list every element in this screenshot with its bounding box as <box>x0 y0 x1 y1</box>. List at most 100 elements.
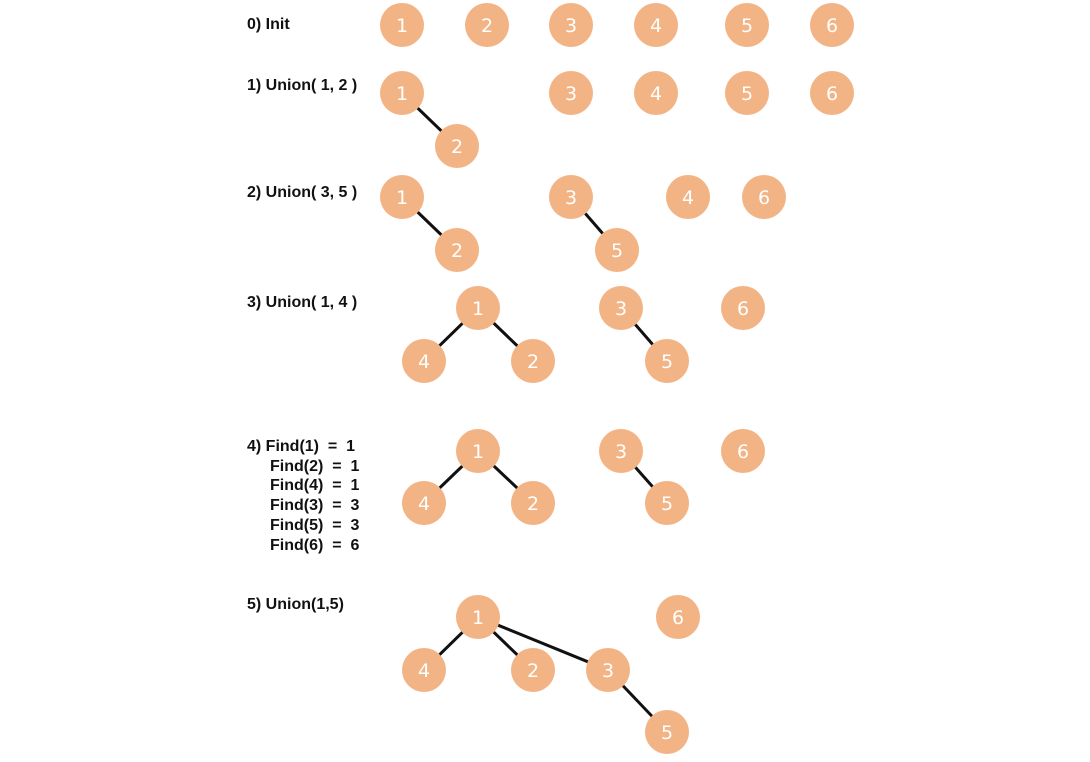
node-label: 4 <box>650 83 662 105</box>
node-6 <box>742 175 786 219</box>
node-2 <box>511 339 555 383</box>
node-3 <box>549 71 593 115</box>
find-line: Find(5) = 3 <box>270 517 360 534</box>
step-3-graph: 1 4 2 3 5 6 <box>402 286 765 383</box>
node-1 <box>380 175 424 219</box>
node-label: 3 <box>565 83 577 105</box>
edge-1-2 <box>415 209 444 238</box>
node-label: 4 <box>418 351 430 373</box>
node-label: 5 <box>741 15 753 37</box>
step-0-label: 0) Init <box>247 16 290 33</box>
node-2 <box>435 228 479 272</box>
node-label: 5 <box>661 351 673 373</box>
node-label: 1 <box>472 441 484 463</box>
node-1 <box>456 595 500 639</box>
node-label: 2 <box>527 660 539 682</box>
node-label: 3 <box>602 660 614 682</box>
node-6 <box>810 71 854 115</box>
node-6 <box>721 286 765 330</box>
node-1 <box>456 286 500 330</box>
node-1 <box>380 71 424 115</box>
find-line: Find(6) = 6 <box>270 537 360 554</box>
edge-1-2 <box>415 105 444 134</box>
node-label: 5 <box>611 240 623 262</box>
node-label: 1 <box>396 187 408 209</box>
node-2 <box>511 481 555 525</box>
node-label: 4 <box>418 660 430 682</box>
node-label: 1 <box>396 83 408 105</box>
step-1-graph: 1 2 3 4 5 6 <box>380 71 854 168</box>
node-4 <box>402 339 446 383</box>
node-label: 2 <box>451 136 463 158</box>
edge-3-5 <box>582 211 606 236</box>
node-1 <box>456 429 500 473</box>
node-label: 2 <box>481 15 493 37</box>
node-2 <box>511 648 555 692</box>
node-label: 5 <box>661 722 673 744</box>
edge-1-2 <box>491 463 520 491</box>
node-5 <box>725 3 769 47</box>
step-0-graph: 1 2 3 4 5 6 <box>380 3 854 47</box>
edge-1-2 <box>491 320 520 349</box>
edge-1-4 <box>437 463 465 491</box>
node-4 <box>634 71 678 115</box>
find-line: Find(2) = 1 <box>270 458 360 475</box>
node-5 <box>595 228 639 272</box>
node-3 <box>586 648 630 692</box>
step-5-graph: 1 4 2 3 5 6 <box>402 595 700 754</box>
node-label: 2 <box>451 240 463 262</box>
step-2-label: 2) Union( 3, 5 ) <box>247 184 358 201</box>
node-label: 4 <box>418 493 430 515</box>
node-3 <box>549 3 593 47</box>
step-1-label: 1) Union( 1, 2 ) <box>247 77 358 94</box>
node-3 <box>599 286 643 330</box>
node-6 <box>721 429 765 473</box>
edge-1-4 <box>437 629 465 658</box>
node-label: 6 <box>737 298 749 320</box>
node-2 <box>465 3 509 47</box>
node-4 <box>634 3 678 47</box>
step-2-graph: 1 2 3 5 4 6 <box>380 175 786 272</box>
edge-3-5 <box>620 683 655 719</box>
node-label: 1 <box>396 15 408 37</box>
edge-1-4 <box>437 320 465 349</box>
node-label: 3 <box>615 298 627 320</box>
node-label: 3 <box>565 187 577 209</box>
node-2 <box>435 124 479 168</box>
node-label: 6 <box>672 607 684 629</box>
node-label: 3 <box>565 15 577 37</box>
find-line: Find(4) = 1 <box>270 477 360 494</box>
node-6 <box>810 3 854 47</box>
node-5 <box>725 71 769 115</box>
find-line: Find(3) = 3 <box>270 497 360 514</box>
step-4-label: 4) Find(1) = 1 <box>247 438 356 455</box>
node-label: 1 <box>472 607 484 629</box>
step-3-label: 3) Union( 1, 4 ) <box>247 294 358 311</box>
node-5 <box>645 339 689 383</box>
node-label: 5 <box>741 83 753 105</box>
node-label: 6 <box>737 441 749 463</box>
node-5 <box>645 710 689 754</box>
node-label: 4 <box>650 15 662 37</box>
edge-3-5 <box>633 464 655 490</box>
edge-1-3 <box>495 623 591 664</box>
node-label: 6 <box>826 15 838 37</box>
node-label: 6 <box>758 187 770 209</box>
node-label: 6 <box>826 83 838 105</box>
node-4 <box>666 175 710 219</box>
node-5 <box>645 481 689 525</box>
node-6 <box>656 595 700 639</box>
edge-3-5 <box>632 322 656 347</box>
node-label: 2 <box>527 493 539 515</box>
node-label: 3 <box>615 441 627 463</box>
node-1 <box>380 3 424 47</box>
node-3 <box>549 175 593 219</box>
edge-1-2 <box>491 629 520 658</box>
node-label: 4 <box>682 187 694 209</box>
node-3 <box>599 429 643 473</box>
node-label: 2 <box>527 351 539 373</box>
step-5-label: 5) Union(1,5) <box>247 596 344 613</box>
node-label: 1 <box>472 298 484 320</box>
